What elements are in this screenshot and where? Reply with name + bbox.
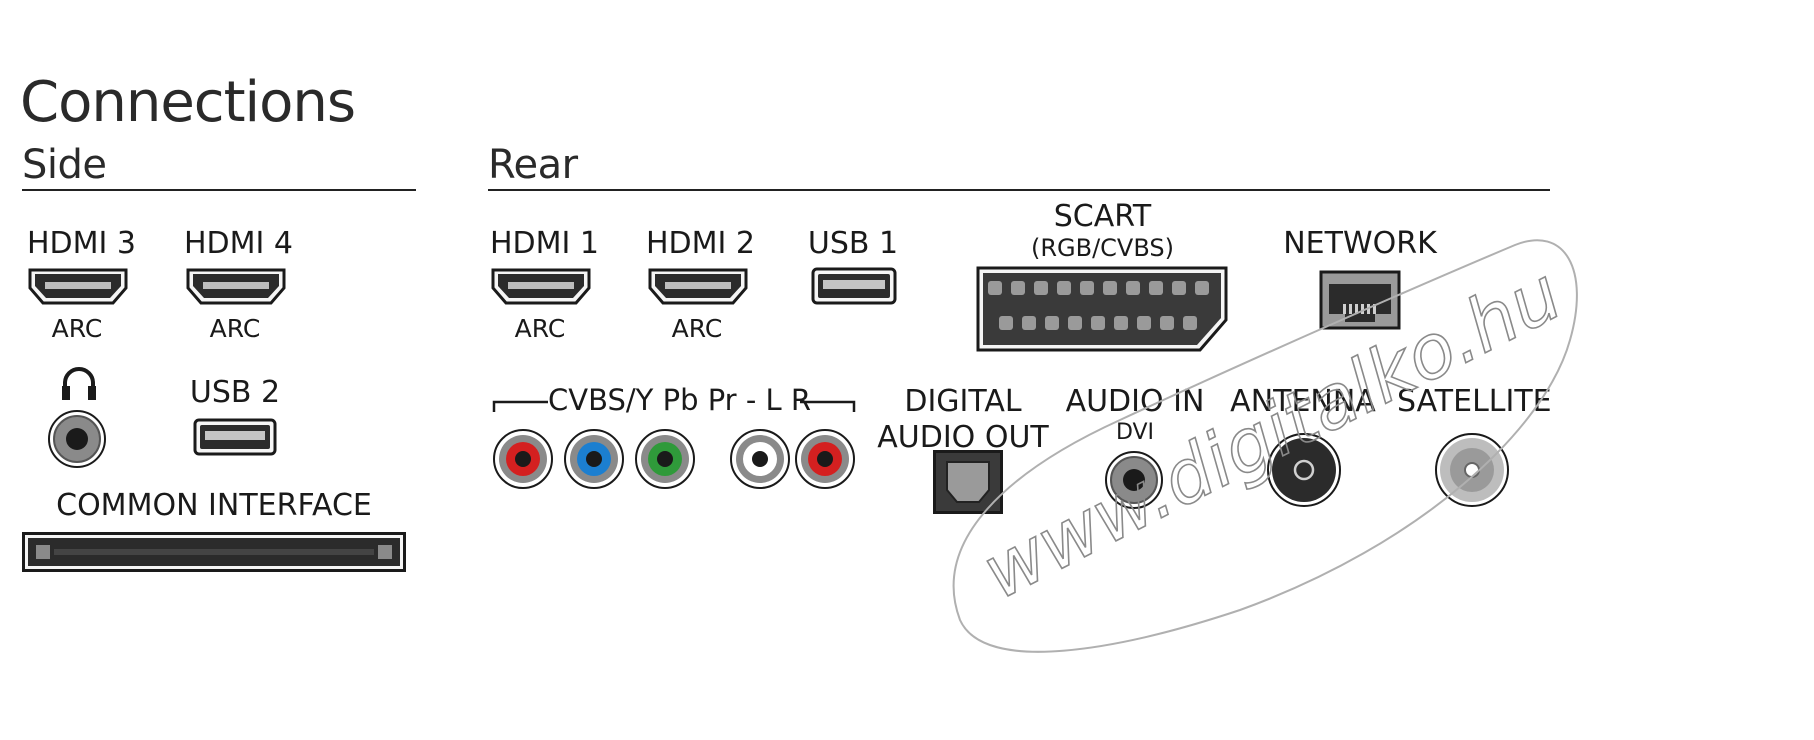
side-heading: Side — [22, 142, 107, 188]
component-label: CVBS/Y Pb Pr - L R — [548, 383, 812, 417]
satellite-label: SATELLITE — [1397, 384, 1552, 419]
scart-port-icon — [976, 266, 1228, 352]
hdmi3-arc-label: ARC — [51, 314, 103, 343]
common-interface-label: COMMON INTERFACE — [56, 488, 372, 523]
hdmi1-port-icon — [491, 268, 591, 305]
hdmi2-label: HDMI 2 — [646, 226, 756, 261]
scart-sub-label: (RGB/CVBS) — [1030, 234, 1174, 262]
usb2-label: USB 2 — [189, 375, 281, 410]
hdmi2-port-icon — [648, 268, 748, 305]
rca-green-pr-jack-icon — [635, 429, 695, 489]
hdmi3-label: HDMI 3 — [27, 226, 137, 261]
hdmi4-label: HDMI 4 — [184, 226, 294, 261]
hdmi4-port-icon — [186, 268, 286, 305]
rca-blue-pb-jack-icon — [564, 429, 624, 489]
rca-red-y-jack-icon — [493, 429, 553, 489]
audio-in-label: AUDIO IN — [1065, 384, 1205, 419]
page-title: Connections — [20, 70, 356, 135]
hdmi1-arc-label: ARC — [514, 314, 566, 343]
scart-label: SCART — [1053, 199, 1152, 234]
satellite-f-connector-icon — [1435, 433, 1509, 507]
hdmi4-arc-label: ARC — [209, 314, 261, 343]
antenna-label: ANTENNA — [1230, 384, 1376, 419]
hdmi2-arc-label: ARC — [671, 314, 723, 343]
headphone-jack-icon — [48, 410, 106, 468]
hdmi1-label: HDMI 1 — [490, 226, 600, 261]
common-interface-slot-icon — [22, 532, 406, 572]
usb1-port-icon — [811, 267, 897, 305]
rca-white-l-jack-icon — [730, 429, 790, 489]
usb2-port-icon — [193, 418, 277, 456]
rear-rule — [488, 189, 1550, 191]
audio-in-dvi-label: DVI — [1115, 420, 1155, 445]
optical-port-icon — [933, 450, 1003, 514]
hdmi3-port-icon — [28, 268, 128, 305]
antenna-coax-icon — [1267, 433, 1341, 507]
audio-in-jack-icon — [1105, 451, 1163, 509]
component-bracket — [492, 400, 856, 412]
rear-heading: Rear — [488, 142, 578, 188]
network-label: NETWORK — [1283, 226, 1437, 261]
network-port-icon — [1319, 270, 1401, 330]
side-rule — [22, 189, 416, 191]
rca-red-r-jack-icon — [795, 429, 855, 489]
digital-audio-out-label-line1: DIGITAL — [904, 384, 1022, 419]
usb1-label: USB 1 — [807, 226, 899, 261]
headphones-icon — [62, 367, 96, 400]
